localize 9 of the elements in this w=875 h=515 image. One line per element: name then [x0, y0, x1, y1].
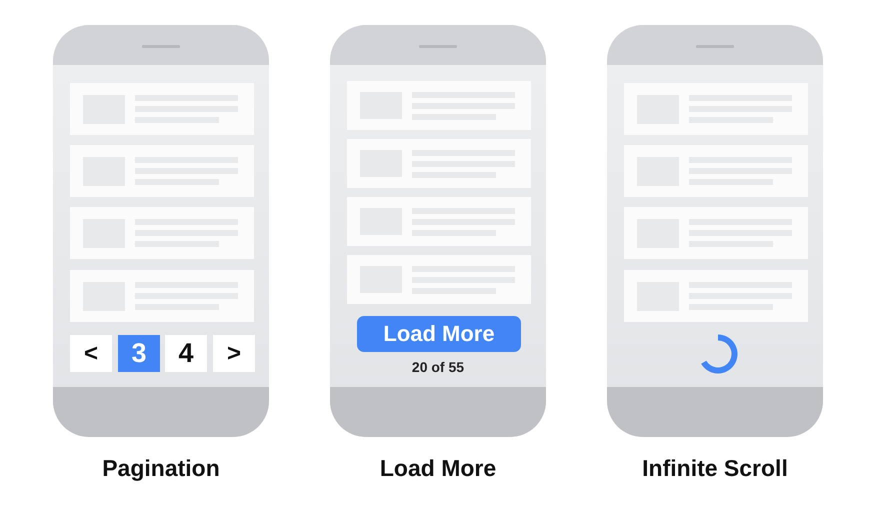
phone-caption: Infinite Scroll — [642, 455, 788, 482]
page-button: < — [70, 335, 112, 372]
load-more-button: Load More — [357, 316, 521, 352]
phone-caption: Load More — [380, 455, 496, 482]
item-count-text: 20 of 55 — [412, 359, 464, 375]
phone-caption: Pagination — [102, 455, 220, 482]
page-button: > — [213, 335, 255, 372]
current-page-button: 3 — [118, 335, 160, 372]
page-button: 4 — [165, 335, 207, 372]
